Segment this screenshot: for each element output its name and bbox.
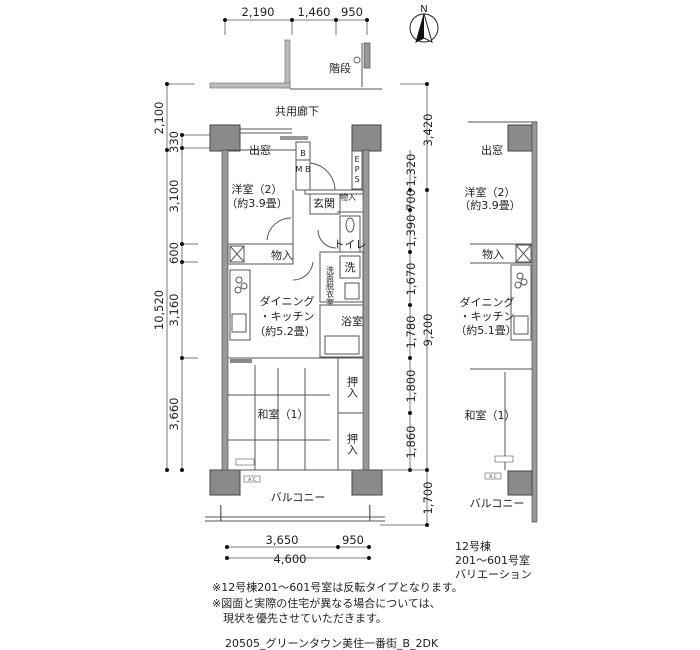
dimension-label: 330 (167, 131, 181, 153)
dimension-label: 3,660 (167, 398, 181, 431)
variation-plan: A C 出窓 洋室（2） （約3.9畳） 物入 ダイニング ・キッチン （約5.… (455, 121, 538, 581)
dimension-label: 600 (167, 242, 181, 264)
note: 現状を優先させていただきます。 (212, 611, 387, 625)
svg-text:出窓: 出窓 (481, 143, 503, 157)
room-size: （約3.9畳） (226, 196, 288, 210)
svg-text:バリエーション: バリエーション (455, 568, 532, 581)
room-label: 玄関 (313, 196, 335, 210)
note: ※図面と実際の住宅が異なる場合については、 (212, 596, 441, 610)
dimension-label: 1,860 (404, 426, 418, 459)
note: ※12号棟201～601号室は反転タイプとなります。 (212, 580, 463, 594)
stairs-label: 階段 (329, 61, 351, 75)
dimension-label: 3,160 (167, 294, 181, 327)
room-label: バルコニー (271, 491, 326, 504)
svg-text:バルコニー: バルコニー (470, 497, 525, 510)
room-label: 洋室（2） (232, 182, 283, 196)
room-label: 物入 (340, 192, 356, 202)
washer-label: 洗 (345, 261, 356, 274)
top-dimension-line: 2,190 1,460 950 (223, 5, 369, 35)
svg-text:N: N (420, 4, 427, 15)
room-label: 物入 (271, 248, 293, 262)
svg-text:3,650: 3,650 (266, 533, 299, 547)
svg-text:物入: 物入 (482, 247, 504, 261)
room-label: ダイニング (260, 294, 315, 308)
svg-text:和室（1）: 和室（1） (465, 408, 516, 422)
svg-text:（約3.9畳）: （約3.9畳） (459, 198, 521, 212)
corridor-label: 共用廊下 (275, 104, 319, 118)
bottom-dimension-lines: 3,650 950 4,600 (225, 533, 371, 566)
ac-label: A C (248, 477, 256, 483)
footer-code: 20505_グリーンタウン美住一番街_B_2DK (225, 636, 439, 650)
left-dimension-lines: 2,100 10,520 330 3,100 600 3,160 3,660 (152, 82, 210, 472)
room-label: 出窓 (249, 143, 271, 157)
stairs-area: 階段 (209, 39, 382, 90)
dimension-label: 3,420 (421, 114, 435, 147)
dimension-label: 3,100 (167, 180, 181, 213)
dimension-label: 1,390 (404, 215, 418, 248)
room-label: トイレ (334, 238, 367, 251)
svg-text:12号棟: 12号棟 (455, 539, 491, 553)
dimension-label: 700 (404, 189, 418, 211)
dimension-label: 1,320 (404, 154, 418, 187)
room-size: （約5.2畳） (254, 324, 316, 338)
room-label: 洗面脱衣室 (326, 265, 335, 306)
dimension-label: 1,700 (421, 482, 435, 515)
svg-text:B: B (300, 149, 306, 158)
room-label: 和室（1） (258, 407, 309, 421)
svg-text:（約5.1畳）: （約5.1畳） (455, 323, 517, 337)
svg-text:P: P (355, 165, 360, 174)
dimension-label: 1,780 (404, 316, 418, 349)
room-label: 浴室 (341, 314, 363, 328)
dimension-label: 950 (341, 5, 363, 19)
svg-text:洋室（2）: 洋室（2） (465, 185, 516, 199)
dimension-label: 2,190 (242, 5, 275, 19)
svg-text:201～601号室: 201～601号室 (455, 553, 530, 567)
dimension-label: 9,200 (421, 314, 435, 347)
room-label: 押入 (346, 432, 359, 455)
svg-text:ダイニング: ダイニング (460, 295, 515, 309)
svg-text:M B: M B (296, 165, 311, 174)
room-label: ・キッチン (260, 310, 315, 323)
dimension-label: 1,800 (404, 370, 418, 403)
dimension-label: 1,670 (404, 263, 418, 296)
svg-text:A C: A C (489, 474, 497, 480)
dimension-label: 2,100 (152, 102, 166, 135)
right-dimension-lines: 3,420 9,200 1,700 1,320 700 1,390 1,670 … (380, 82, 435, 527)
svg-text:4,600: 4,600 (274, 552, 307, 566)
north-arrow-icon: N (409, 4, 439, 43)
svg-text:・キッチン: ・キッチン (460, 310, 515, 323)
svg-text:950: 950 (342, 533, 364, 547)
svg-text:E: E (354, 155, 359, 164)
dimension-label: 1,460 (298, 5, 331, 19)
svg-text:S: S (354, 175, 359, 184)
dimension-label: 10,520 (152, 290, 166, 330)
room-label: 押入 (346, 375, 359, 398)
main-unit-plan: B M B E P S (205, 124, 385, 522)
